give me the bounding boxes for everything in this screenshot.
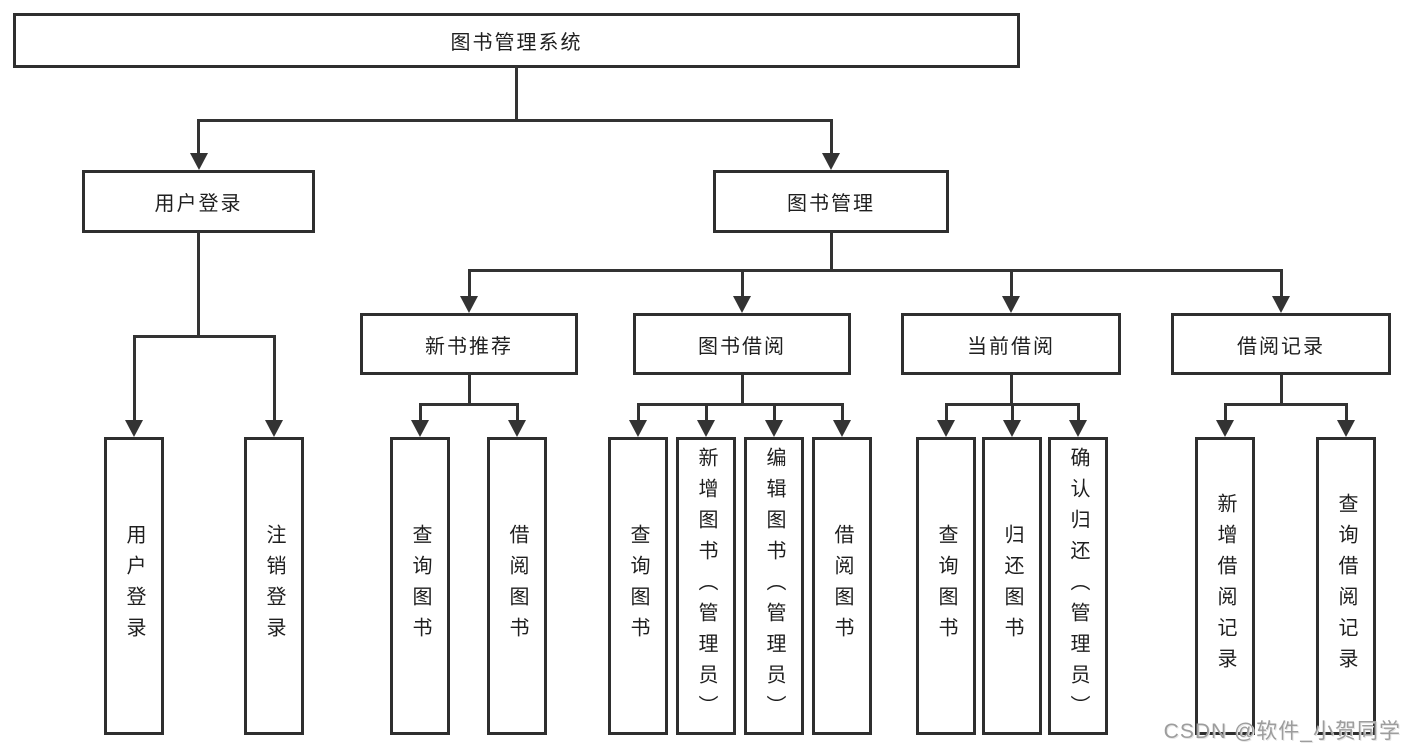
arrowhead-down-icon [1272,296,1290,313]
node-book-borrow-label: 图书借阅 [698,335,786,358]
connector-line [419,403,519,406]
node-user-login-label: 用户登录 [154,193,243,215]
connector-line [741,269,744,297]
arrowhead-down-icon [190,153,208,170]
arrowhead-down-icon [733,296,751,313]
leaf-logout-label: 注销登录 [263,524,285,648]
arrowhead-down-icon [125,420,143,437]
node-root-label: 图书管理系统 [450,32,583,54]
node-book-management: 图书管理 [713,170,949,233]
connector-line [705,403,708,422]
node-book-management-label: 图书管理 [787,193,875,215]
connector-line [1280,269,1283,297]
connector-line [1224,403,1227,422]
connector-line [830,231,833,272]
connector-line [516,403,519,422]
csdn-watermark: CSDN @软件_小贺同学 [1163,720,1401,743]
leaf-borrow-books-label: 借阅图书 [831,524,853,648]
connector-line [1010,269,1013,297]
connector-line [197,119,833,122]
connector-line [1010,374,1013,405]
leaf-logout: 注销登录 [244,437,304,735]
leaf-edit-books-admin: 编辑图书（管理员） [744,437,804,735]
node-book-borrow: 图书借阅 [633,313,851,375]
leaf-query-borrow-record-label: 查询借阅记录 [1335,493,1357,679]
arrowhead-down-icon [411,420,429,437]
leaf-query-books-recommend: 查询图书 [390,437,450,735]
node-borrow-records-label: 借阅记录 [1237,335,1325,358]
leaf-borrow-books: 借阅图书 [812,437,872,735]
arrowhead-down-icon [1002,296,1020,313]
leaf-user-login-label: 用户登录 [123,524,145,648]
arrowhead-down-icon [822,153,840,170]
node-user-login: 用户登录 [82,170,315,233]
leaf-borrow-books-recommend: 借阅图书 [487,437,547,735]
leaf-borrow-books-recommend-label: 借阅图书 [506,524,528,648]
arrowhead-down-icon [1003,420,1021,437]
node-current-borrow-label: 当前借阅 [967,335,1055,358]
node-current-borrow: 当前借阅 [901,313,1121,375]
arrowhead-down-icon [937,420,955,437]
connector-line [1224,403,1348,406]
leaf-edit-books-admin-label: 编辑图书（管理员） [763,446,785,726]
arrowhead-down-icon [508,420,526,437]
arrowhead-down-icon [697,420,715,437]
connector-line [515,66,518,121]
leaf-query-books-current: 查询图书 [916,437,976,735]
arrowhead-down-icon [265,420,283,437]
arrowhead-down-icon [629,420,647,437]
leaf-user-login: 用户登录 [104,437,164,735]
leaf-add-borrow-record-label: 新增借阅记录 [1214,493,1236,679]
leaf-query-books-borrow-label: 查询图书 [627,524,649,648]
connector-line [468,269,471,297]
connector-line [841,403,844,422]
connector-line [468,269,1283,272]
arrowhead-down-icon [460,296,478,313]
connector-line [945,403,948,422]
node-new-book-recommend: 新书推荐 [360,313,578,375]
connector-line [1280,374,1283,405]
leaf-query-borrow-record: 查询借阅记录 [1316,437,1376,735]
leaf-add-books-admin: 新增图书（管理员） [676,437,736,735]
leaf-add-borrow-record: 新增借阅记录 [1195,437,1255,735]
leaf-query-books-current-label: 查询图书 [935,524,957,648]
connector-line [133,335,276,338]
connector-line [1077,403,1080,422]
connector-line [468,374,471,405]
node-borrow-records: 借阅记录 [1171,313,1391,375]
connector-line [273,335,276,422]
arrowhead-down-icon [765,420,783,437]
connector-line [637,403,640,422]
leaf-confirm-return-admin: 确认归还（管理员） [1048,437,1108,735]
arrowhead-down-icon [1216,420,1234,437]
node-new-book-recommend-label: 新书推荐 [425,335,513,358]
connector-line [1345,403,1348,422]
connector-line [773,403,776,422]
connector-line [197,231,200,337]
connector-line [637,403,844,406]
connector-line [419,403,422,422]
connector-line [1011,403,1014,422]
leaf-return-books: 归还图书 [982,437,1042,735]
connector-line [133,335,136,422]
leaf-add-books-admin-label: 新增图书（管理员） [695,446,717,726]
leaf-confirm-return-admin-label: 确认归还（管理员） [1067,446,1089,726]
leaf-query-books-recommend-label: 查询图书 [409,524,431,648]
connector-line [830,119,833,156]
node-root-system: 图书管理系统 [13,13,1020,68]
connector-line [197,119,200,156]
leaf-query-books-borrow: 查询图书 [608,437,668,735]
leaf-return-books-label: 归还图书 [1001,524,1023,648]
arrowhead-down-icon [1069,420,1087,437]
connector-line [741,374,744,405]
arrowhead-down-icon [1337,420,1355,437]
arrowhead-down-icon [833,420,851,437]
